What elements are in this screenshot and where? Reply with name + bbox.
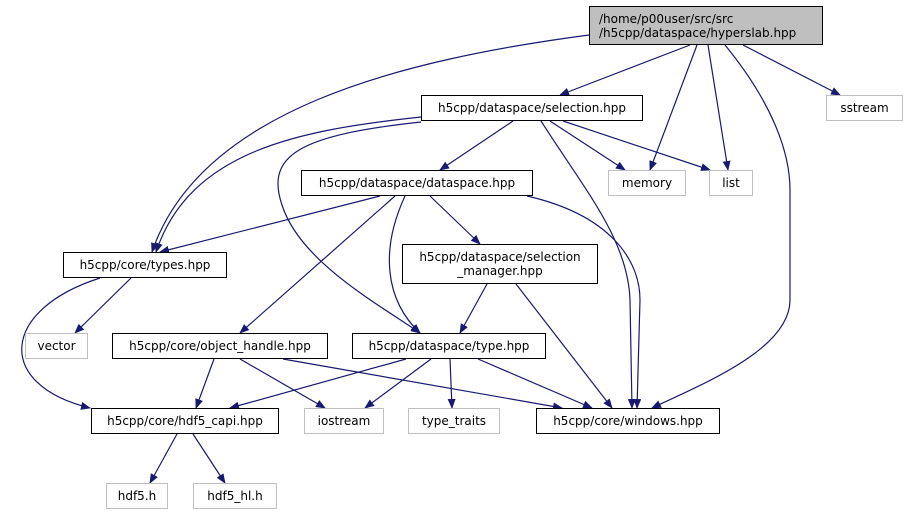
node-selection-hpp[interactable]: h5cpp/dataspace/selection.hpp (421, 95, 643, 121)
edge-type-to-iostream (364, 358, 432, 409)
node-iostream: iostream (304, 408, 384, 434)
edge-types-to-hdf5_capi (21, 277, 101, 410)
edge-root-to-types (151, 34, 590, 253)
edge-root-to-memory (649, 44, 698, 171)
node-type-traits: type_traits (408, 408, 500, 434)
edge-selection_manager-to-type (459, 283, 488, 334)
edge-selection-to-memory (549, 120, 626, 171)
edge-selection_manager-to-windows (515, 283, 613, 409)
node-hdf5-capi-hpp[interactable]: h5cpp/core/hdf5_capi.hpp (91, 408, 279, 434)
node-vector: vector (25, 333, 88, 359)
edge-object_handle-to-hdf5_capi (195, 358, 215, 409)
node-hdf5-h: hdf5.h (106, 483, 168, 509)
edge-object_handle-to-windows (282, 358, 563, 411)
node-hyperslab-hpp[interactable]: /home/p00user/src/src /h5cpp/dataspace/h… (589, 6, 823, 45)
edge-hdf5_capi-to-hdf5_hl_h (192, 433, 226, 484)
edge-dataspace-to-object_handle (239, 195, 396, 334)
edge-types-to-vector (74, 277, 132, 334)
node-object-handle-hpp[interactable]: h5cpp/core/object_handle.hpp (112, 333, 328, 359)
node-sstream: sstream (826, 95, 903, 121)
edge-hdf5_capi-to-hdf5_h (149, 433, 178, 484)
edge-selection-to-list (562, 120, 711, 171)
node-type-hpp[interactable]: h5cpp/dataspace/type.hpp (352, 333, 546, 359)
node-windows-hpp[interactable]: h5cpp/core/windows.hpp (536, 408, 720, 434)
edge-selection-to-types (155, 116, 422, 253)
node-dataspace-hpp[interactable]: h5cpp/dataspace/dataspace.hpp (301, 170, 533, 196)
node-list: list (709, 170, 753, 196)
edge-selection-to-windows (540, 120, 636, 409)
edge-type-to-windows (477, 358, 593, 409)
edge-selection-to-dataspace (439, 120, 514, 171)
edge-type-to-hdf5_capi (229, 358, 407, 410)
node-memory: memory (608, 170, 686, 196)
node-selection-manager-hpp[interactable]: h5cpp/dataspace/selection _manager.hpp (402, 244, 598, 284)
edge-root-to-selection (559, 44, 691, 96)
node-hdf5-hl-h: hdf5_hl.h (193, 483, 277, 509)
node-types-hpp[interactable]: h5cpp/core/types.hpp (63, 252, 227, 278)
edge-type-to-type_traits (447, 358, 456, 409)
edge-dataspace-to-windows (526, 195, 642, 409)
edge-root-to-sstream (742, 44, 841, 96)
edge-dataspace-to-types (159, 195, 381, 254)
edge-dataspace-to-type (388, 195, 421, 334)
edge-dataspace-to-selection_manager (429, 195, 481, 245)
edge-root-to-list (707, 44, 731, 171)
edge-selection-to-type (277, 121, 422, 334)
edge-object_handle-to-iostream (239, 358, 326, 409)
edge-root-to-windows (651, 44, 791, 409)
